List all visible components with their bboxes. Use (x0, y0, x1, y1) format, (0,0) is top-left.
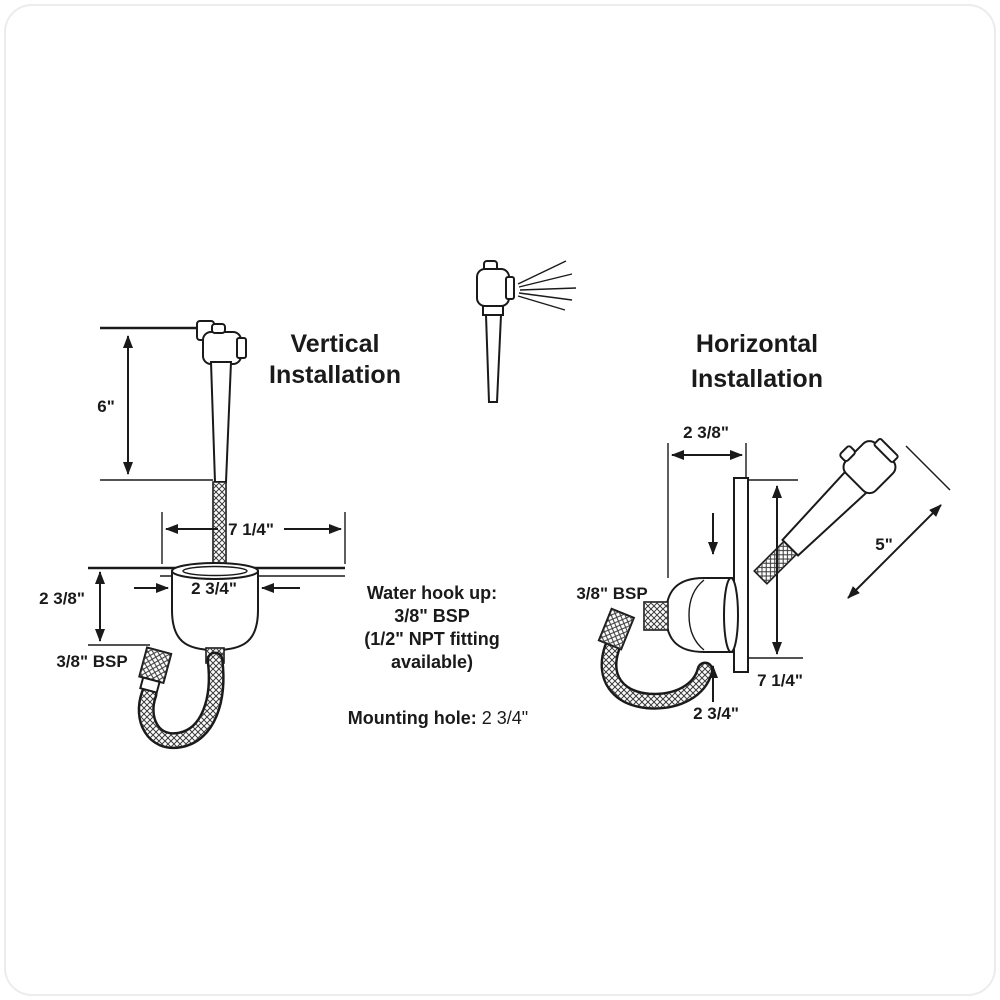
horizontal-hole-dim-label: 2 3/4" (693, 704, 739, 723)
vertical-width-dim-label: 7 1/4" (228, 520, 274, 539)
supply-hose (137, 651, 225, 750)
mounting-hole-label: Mounting hole: (348, 708, 477, 728)
sprayer-handle (484, 314, 503, 403)
hookup-note-line3: (1/2" NPT fitting (364, 629, 500, 649)
sprayer-button (839, 445, 856, 462)
horizontal-length-dim-label: 5" (875, 535, 893, 554)
vertical-hole-dim-label: 2 3/4" (191, 579, 237, 598)
horizontal-installation-title-line1: Horizontal (696, 330, 818, 358)
horizontal-fitting-label: 3/8" BSP (576, 584, 647, 603)
mounting-cup-side (664, 577, 739, 653)
sprayer-head (202, 323, 247, 365)
sprayer-handle (209, 361, 233, 483)
mounting-hole-value: 2 3/4" (477, 708, 528, 728)
vertical-height-dim-label: 6" (97, 397, 115, 416)
horizontal-height-dim-label: 7 1/4" (757, 671, 803, 690)
spray-lines (517, 260, 577, 311)
mounting-cup (171, 562, 259, 652)
water-hookup-note: Water hook up: 3/8" BSP (1/2" NPT fittin… (364, 583, 500, 672)
horizontal-depth-dim-label: 2 3/8" (683, 423, 729, 442)
mounting-hole-note: Mounting hole: 2 3/4" (348, 708, 528, 728)
vertical-fitting-label: 3/8" BSP (56, 652, 127, 671)
length-extension-line (905, 445, 951, 491)
horizontal-installation-title-line2: Installation (691, 365, 823, 393)
sprayer-hose (212, 481, 227, 569)
product-illustration (476, 260, 577, 403)
supply-hose (600, 639, 714, 710)
vertical-installation-title-line2: Installation (269, 361, 401, 389)
hookup-note-line1: Water hook up: (367, 583, 497, 603)
bsp-fitting-nut (597, 607, 636, 651)
vertical-installation-title-line1: Vertical (291, 330, 380, 358)
sprayer-nozzle (873, 437, 899, 464)
hookup-note-line2: 3/8" BSP (394, 606, 470, 626)
bsp-fitting-nut (138, 646, 173, 694)
hookup-note-line4: available) (391, 652, 473, 672)
sprayer-neck (482, 305, 504, 316)
cup-stem (643, 601, 669, 631)
vertical-depth-dim-label: 2 3/8" (39, 589, 85, 608)
horizontal-installation-diagram: 2 3/8" 5" (576, 423, 951, 723)
sprayer-head (476, 260, 515, 307)
vertical-installation-diagram: 6" 7 1/4" 2 3/4" 2 3/8" (39, 320, 346, 750)
length-dimension-arrow (847, 504, 942, 599)
